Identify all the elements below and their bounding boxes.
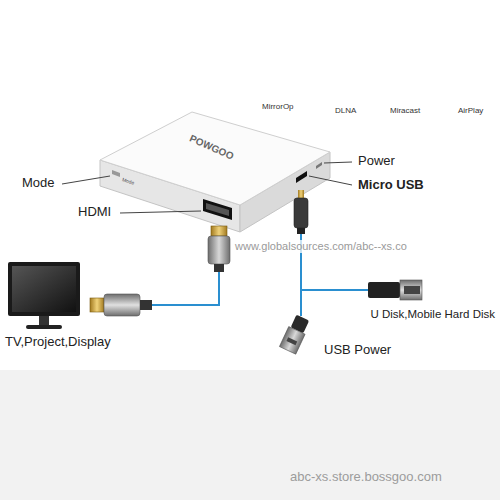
protocol-name: AirPlay — [458, 106, 483, 115]
device-label: TV,Project,Display — [5, 335, 111, 350]
watermark: www.globalsources.com/abc--xs.co — [233, 240, 409, 253]
protocol-name: DLNA — [335, 106, 356, 115]
device-label: USB Power — [324, 343, 391, 358]
button-label: Mode — [22, 176, 55, 191]
protocol-name: Miracast — [390, 106, 420, 115]
port-label: HDMI — [78, 205, 111, 220]
watermark: abc-xs.store.bossgoo.com — [290, 470, 442, 485]
protocol-name: MirrorOp — [262, 102, 294, 111]
port-label: Power — [358, 154, 395, 169]
port-label: Micro USB — [358, 178, 424, 193]
device-label: U Disk,Mobile Hard Disk — [370, 308, 495, 321]
